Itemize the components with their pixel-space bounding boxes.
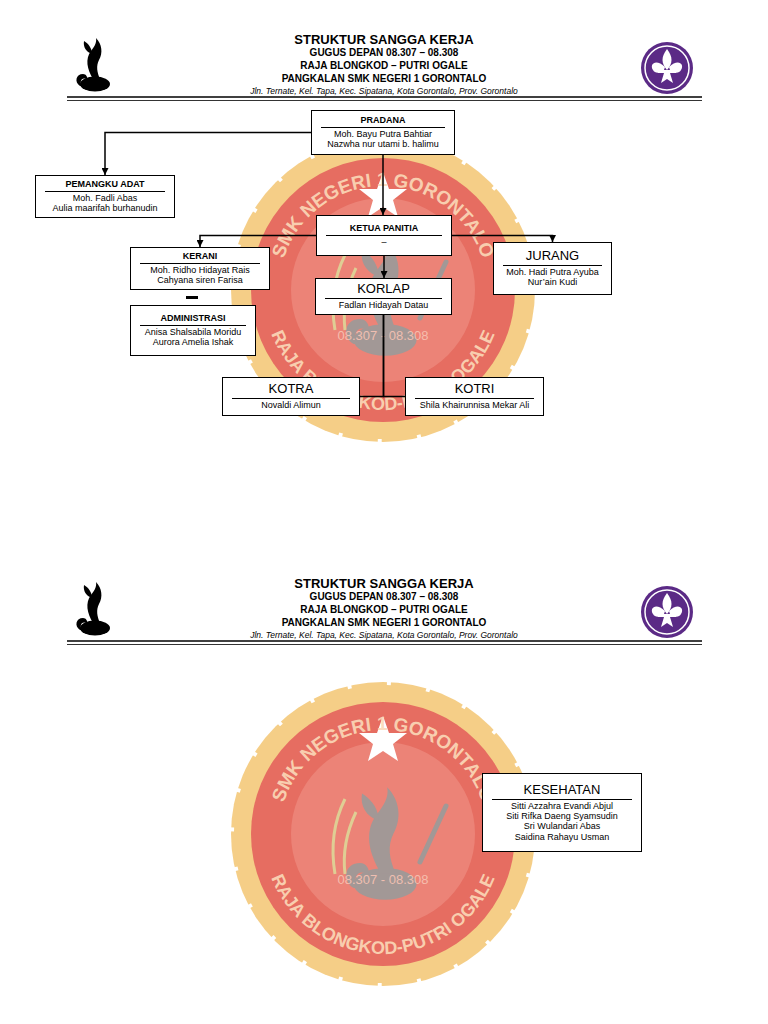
member-name: Cahyana siren Farisa xyxy=(134,275,266,285)
header-text: RAJA BLONGKOD – PUTRI OGALE xyxy=(140,604,628,616)
box-heading: ADMINISTRASI xyxy=(140,313,246,326)
box-heading: KERANI xyxy=(140,251,260,264)
header-text: Jln. Ternate, Kel. Tapa, Kec. Sipatana, … xyxy=(140,86,628,96)
member-name: Aulia maarifah burhanudin xyxy=(39,203,171,213)
header-text: Jln. Ternate, Kel. Tapa, Kec. Sipatana, … xyxy=(140,630,628,640)
member-name: Moh. Fadli Abas xyxy=(39,193,171,203)
box-heading: KOTRI xyxy=(415,382,534,399)
connector xyxy=(384,315,406,397)
member-name: – xyxy=(320,237,448,247)
box-heading: KOTRA xyxy=(232,382,350,399)
page-title: STRUKTUR SANGGA KERJA xyxy=(140,32,628,48)
member-name: Saidina Rahayu Usman xyxy=(486,832,638,842)
connector xyxy=(360,315,384,397)
header-text: GUGUS DEPAN 08.307 – 08.308 xyxy=(140,47,628,59)
box-heading: PRADANA xyxy=(321,115,445,128)
connector xyxy=(105,133,311,176)
watermark-number: 08.307 - 08.308 xyxy=(337,328,428,343)
wosm-logo xyxy=(641,42,693,94)
header-rule xyxy=(67,100,702,101)
watermark-text: SMK NEGERI 1 GORONTALO xyxy=(268,713,499,805)
member-name: Moh. Ridho Hidayat Rais xyxy=(134,265,266,275)
member-name: Shila Khairunnisa Mekar Ali xyxy=(409,400,540,410)
watermark-text: SMK NEGERI 1 GORONTALO xyxy=(268,169,499,261)
member-name: Novaldi Alimun xyxy=(226,400,356,410)
header-rule xyxy=(67,640,702,641)
member-name: Sri Wulandari Abas xyxy=(486,821,638,831)
member-name: Moh. Hadi Putra Ayuba xyxy=(497,267,608,277)
org-box: PRADANAMoh. Bayu Putra BahtiarNazwha nur… xyxy=(311,110,455,155)
org-box: KERANIMoh. Ridho Hidayat RaisCahyana sir… xyxy=(130,247,270,290)
box-heading: PEMANGKU ADAT xyxy=(45,179,165,192)
member-name: Nur’ain Kudi xyxy=(497,277,608,287)
header-text: RAJA BLONGKOD – PUTRI OGALE xyxy=(140,60,628,72)
connector xyxy=(452,236,553,243)
wosm-logo xyxy=(641,586,693,638)
connector xyxy=(383,256,385,278)
scout-logo xyxy=(76,582,110,636)
header-text: PANGKALAN SMK NEGERI 1 GORONTALO xyxy=(140,617,628,629)
box-heading: JURANG xyxy=(503,249,602,266)
box-heading: KORLAP xyxy=(325,282,442,299)
member-name: Fadlan Hidayah Datau xyxy=(319,300,448,310)
connector xyxy=(200,236,316,248)
member-name: Moh. Bayu Putra Bahtiar xyxy=(315,129,451,139)
box-heading: KESEHATAN xyxy=(492,783,632,800)
org-box: PEMANGKU ADATMoh. Fadli AbasAulia maarif… xyxy=(35,175,175,218)
header-text: PANGKALAN SMK NEGERI 1 GORONTALO xyxy=(140,73,628,85)
member-name: Aurora Amelia Ishak xyxy=(134,337,252,347)
separator-bar xyxy=(186,296,198,299)
header-text: GUGUS DEPAN 08.307 – 08.308 xyxy=(140,591,628,603)
scout-logo xyxy=(76,38,110,92)
header-rule xyxy=(67,644,702,645)
member-name: Anisa Shalsabila Moridu xyxy=(134,327,252,337)
box-heading: KETUA PANITIA xyxy=(326,223,442,236)
watermark-number: 08.307 - 08.308 xyxy=(337,872,428,887)
org-box: ADMINISTRASIAnisa Shalsabila MoriduAuror… xyxy=(130,305,256,356)
connector xyxy=(382,155,384,215)
member-name: Sitti Azzahra Evandi Abjul xyxy=(486,801,638,811)
org-box: KOTRIShila Khairunnisa Mekar Ali xyxy=(405,377,544,416)
org-box: KESEHATANSitti Azzahra Evandi AbjulSiti … xyxy=(482,773,642,852)
watermark-text: RAJA BLONGKOD-PUTRI OGALE xyxy=(267,871,498,958)
org-box: KETUA PANITIA– xyxy=(316,215,452,256)
org-box: JURANGMoh. Hadi Putra AyubaNur’ain Kudi xyxy=(493,242,612,295)
header-rule xyxy=(67,96,702,97)
org-box: KOTRANovaldi Alimun xyxy=(222,377,360,416)
member-name: Nazwha nur utami b. halimu xyxy=(315,139,451,149)
member-name: Siti Rifka Daeng Syamsudin xyxy=(486,811,638,821)
header-text: STRUKTUR SANGGA KERJA xyxy=(140,576,628,592)
org-box: KORLAPFadlan Hidayah Datau xyxy=(315,278,452,315)
